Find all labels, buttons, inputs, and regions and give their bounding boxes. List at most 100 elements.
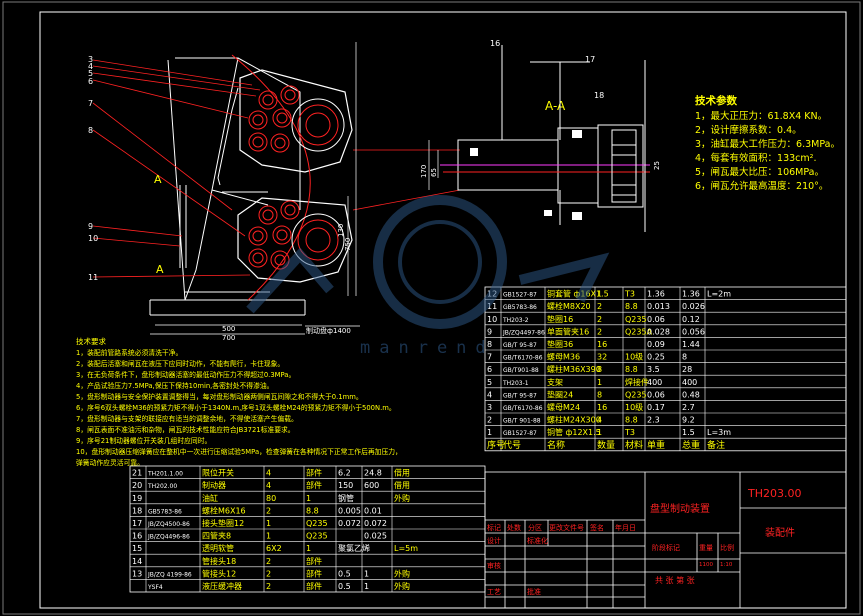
table-cell-qty: 4 — [266, 481, 271, 490]
table-cell-note: 借用 — [394, 468, 410, 478]
tech-req-6: 6，序号6双头螺栓M36的预紧力矩不得小于1340N.m,序号1双头螺栓M24的… — [76, 403, 396, 412]
table-cell-code: YSF4 — [147, 584, 163, 591]
table-header-code: 代号 — [503, 440, 521, 451]
table-cell-material: 8.8 — [625, 365, 638, 374]
table-cell-material: 焊接件 — [625, 377, 649, 387]
table-cell-no: 9 — [487, 327, 492, 336]
table-cell-qty: 2 — [597, 302, 602, 311]
table-cell-no: 4 — [487, 390, 492, 399]
table-cell-unit: 6.2 — [338, 469, 351, 478]
table-cell-no: 13 — [132, 569, 142, 578]
table-cell-total: 1.5 — [682, 428, 695, 437]
table-cell-code: GB/T 95-87 — [503, 392, 537, 399]
tb-label-change-doc: 更改文件号 — [549, 523, 584, 532]
dim-1400: 制动盘ф1400 — [306, 326, 351, 335]
table-cell-qty: 1 — [597, 378, 602, 387]
tb-label-count: 处数 — [507, 523, 521, 532]
table-cell-unit: 1.36 — [647, 290, 665, 299]
upper-caliper-bolts — [248, 85, 345, 153]
table-cell-material: Q235 — [306, 532, 328, 541]
table-cell-name: 油缸 — [202, 493, 218, 503]
table-cell-note: 外购 — [394, 568, 410, 578]
table-cell-code: JB/ZQ4497-86 — [502, 329, 545, 336]
table-cell-total: 2.7 — [682, 403, 695, 412]
table-cell-name: 制动器 — [202, 480, 226, 490]
table-cell-code: TH201.1.00 — [147, 471, 183, 478]
table-cell-total: 400 — [682, 378, 697, 387]
table-cell-note: L=5m — [394, 544, 418, 553]
table-cell-unit: 3.5 — [647, 365, 660, 374]
table-cell-qty: 2 — [266, 557, 271, 566]
table-cell-no: 2 — [487, 416, 492, 425]
table-cell-material: 8.8 — [625, 302, 638, 311]
table-cell-code: JB/ZQ4496-86 — [147, 534, 190, 541]
table-cell-qty: 32 — [597, 353, 607, 362]
tb-role-standard: 标准化 — [527, 536, 548, 545]
table-cell-code: TH203-2 — [502, 317, 529, 324]
table-cell-no: 6 — [487, 365, 492, 374]
table-cell-no: 19 — [132, 494, 142, 503]
table-header-material: 材料 — [625, 439, 643, 451]
table-cell-qty: 4 — [266, 469, 271, 478]
tech-req-11: 弹簧动作应灵活可靠。 — [76, 458, 144, 467]
table-cell-material: 1 — [306, 544, 311, 553]
table-cell-code: GB1527-87 — [503, 430, 537, 437]
table-cell-material: Q235A — [625, 327, 653, 336]
table-cell-material: T3 — [624, 290, 635, 299]
leader-4: 4 — [88, 62, 93, 71]
table-cell-code: GB/T6170-86 — [503, 405, 543, 412]
table-cell-no: 1 — [487, 428, 492, 437]
table-cell-name: 垫圈16 — [547, 314, 573, 324]
table-cell-code: JB/ZQ 4199-86 — [147, 571, 192, 578]
table-cell-name: 液压缓冲器 — [202, 581, 242, 591]
table-cell-unit: 钢管 — [338, 493, 354, 503]
tech-param-3: 3，油缸最大工作压力：6.3MPa。 — [695, 138, 840, 150]
dim-700: 700 — [222, 334, 235, 342]
table-cell-note: L=2m — [707, 290, 731, 299]
table-cell-code: TH203-1 — [502, 380, 529, 387]
table-cell-qty: 2 — [266, 506, 271, 515]
table-header-total: 总重 — [682, 439, 700, 451]
tech-req-9: 9，序号21制动器螺位开关装几组时应同时。 — [76, 436, 211, 445]
table-frame — [484, 286, 847, 452]
tech-req-8: 8，闸瓦表面不准油污和杂物，闸瓦的技术性能应符合JB3721标准要求。 — [76, 425, 295, 434]
table-cell-qty: 8 — [597, 390, 602, 399]
tech-req-3: 3，在无负荷条件下，盘形制动器活塞的最低动作压力不得超过0.3MPa。 — [76, 370, 295, 379]
table-cell-no: 18 — [132, 506, 142, 515]
leader-11: 11 — [88, 273, 98, 282]
table-cell-qty: 2 — [266, 582, 271, 591]
table-cell-unit: 0.09 — [647, 340, 665, 349]
tech-param-1: 1，最大正压力：61.8X4 KN。 — [695, 110, 827, 122]
table-cell-qty: 1 — [266, 532, 271, 541]
table-cell-name: 螺柱M24X300 — [547, 415, 601, 425]
table-cell-code: GB5783-86 — [503, 304, 537, 311]
table-cell-no: 7 — [487, 353, 492, 362]
table-cell-unit: 0.06 — [647, 390, 665, 399]
leader-10: 10 — [88, 234, 98, 243]
table-cell-qty: 6X2 — [266, 544, 282, 553]
table-cell-name: 螺柱M36X390 — [547, 364, 601, 374]
tech-req-heading: 技术要求 — [76, 336, 106, 346]
table-cell-material: Q235 — [625, 390, 647, 399]
table-cell-total: 600 — [364, 481, 379, 490]
tb-stage-mark: 阶段标记 — [652, 543, 680, 552]
dim-25: 25 — [653, 161, 661, 170]
table-cell-code: GB/T6170-86 — [503, 355, 543, 362]
table-cell-total: 0.12 — [682, 315, 700, 324]
table-cell-qty: 1 — [266, 519, 271, 528]
tb-role-approve: 批准 — [527, 587, 541, 596]
table-cell-name: 垫圈36 — [547, 339, 573, 349]
table-cell-note: 外购 — [394, 493, 410, 503]
leader-lines — [92, 59, 461, 278]
leader-17: 17 — [585, 55, 595, 64]
drawing-number: TH203.00 — [747, 487, 801, 500]
section-arrow-a-2: A — [156, 263, 164, 276]
table-cell-unit: 2.3 — [647, 416, 660, 425]
table-cell-total: 0.026 — [682, 302, 705, 311]
table-cell-material: T3 — [624, 428, 635, 437]
leader-7: 7 — [88, 99, 93, 108]
table-cell-no: 16 — [132, 532, 142, 541]
table-header-unit: 单重 — [647, 439, 665, 451]
